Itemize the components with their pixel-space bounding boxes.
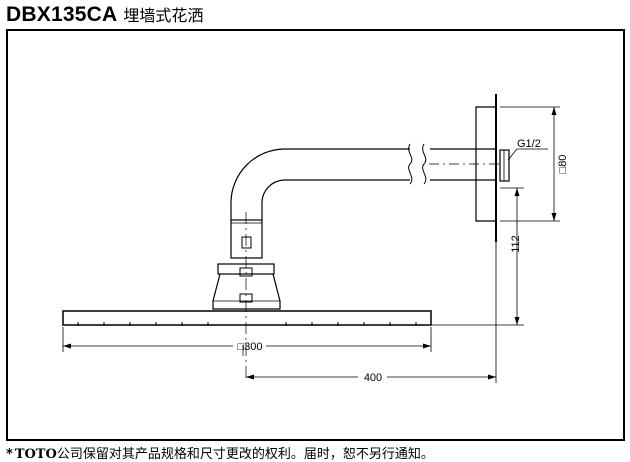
disclaimer-text: 公司保留对其产品规格和尺寸更改的权利。届时，恕不另行通知。: [56, 447, 434, 462]
dimension-lines: [62, 106, 560, 383]
brand-name: TOTO: [14, 447, 57, 462]
thread-label: G1/2: [517, 138, 541, 150]
center-lines: [242, 212, 247, 382]
head-connector: [212, 263, 281, 310]
wall-flange: [475, 94, 510, 242]
head-size-label: □300: [238, 341, 263, 353]
product-name: 埋墙式花洒: [123, 6, 204, 25]
dimension-arrows: [63, 107, 557, 380]
projection-label: 400: [364, 372, 382, 384]
model-number: DBX135CA: [6, 3, 118, 26]
shower-head-plate: [62, 310, 432, 326]
swivel-joint: [230, 219, 263, 259]
height-label: 112: [510, 235, 522, 253]
drawing-title: DBX135CA 埋墙式花洒: [6, 2, 203, 28]
disclaimer: *TOTO公司保留对其产品规格和尺寸更改的权利。届时，恕不另行通知。: [6, 443, 434, 462]
flange-size-label: □80: [557, 155, 569, 174]
drawing-frame: [6, 29, 625, 441]
footnote-marker: *: [6, 447, 13, 462]
shower-arm: [230, 143, 500, 220]
